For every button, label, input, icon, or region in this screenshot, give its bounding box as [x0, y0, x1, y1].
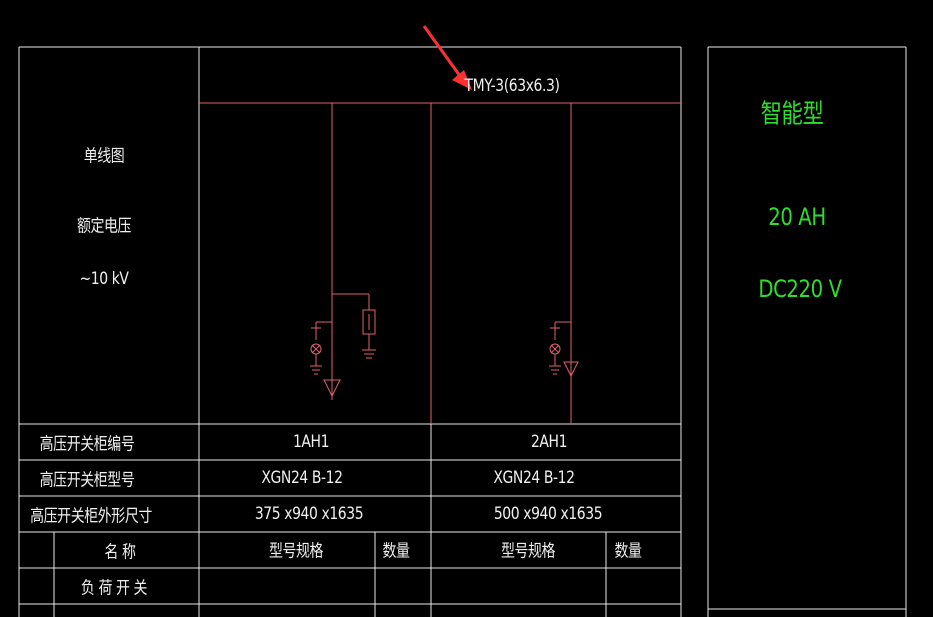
equipment-name-header: 名 称	[104, 542, 136, 563]
panel-type: 智能型	[760, 99, 824, 130]
qty-header-2: 数量	[614, 541, 642, 562]
cabinet-size-col2: 500 x940 x1635	[493, 504, 603, 524]
cabinet-model-col1: XGN24 B-12	[261, 468, 343, 488]
cabinet-model-label: 高压开关柜型号	[39, 470, 135, 491]
table-grid	[18, 46, 682, 617]
panel-capacity: 20 AH	[768, 203, 826, 231]
panel-voltage: DC220 V	[758, 275, 842, 303]
cabinet-no-col2: 2AH1	[530, 432, 568, 452]
rated-voltage-label: 额定电压	[76, 216, 132, 237]
side-panel-frame	[707, 46, 907, 617]
qty-header-1: 数量	[382, 541, 410, 562]
cable-terminal-symbol	[323, 379, 341, 398]
cabinet-no-col1: 1AH1	[292, 432, 330, 452]
model-spec-header-1: 型号规格	[268, 541, 324, 562]
cabinet-size-col1: 375 x940 x1635	[254, 504, 364, 524]
single-line-diagram	[199, 102, 681, 424]
single-line-label: 单线图	[83, 146, 125, 167]
equipment-row-name: 负 荷 开 关	[80, 578, 148, 599]
cabinet-size-label: 高压开关柜外形尺寸	[30, 506, 152, 527]
model-spec-header-2: 型号规格	[500, 541, 556, 562]
voltage-value: ~10 kV	[79, 269, 129, 289]
annotation-arrow	[422, 25, 472, 90]
cable-terminal-symbol	[563, 361, 579, 378]
cabinet-model-col2: XGN24 B-12	[493, 468, 575, 488]
cabinet-no-label: 高压开关柜编号	[39, 434, 135, 455]
busbar-label: TMY-3(63x6.3)	[464, 76, 560, 96]
